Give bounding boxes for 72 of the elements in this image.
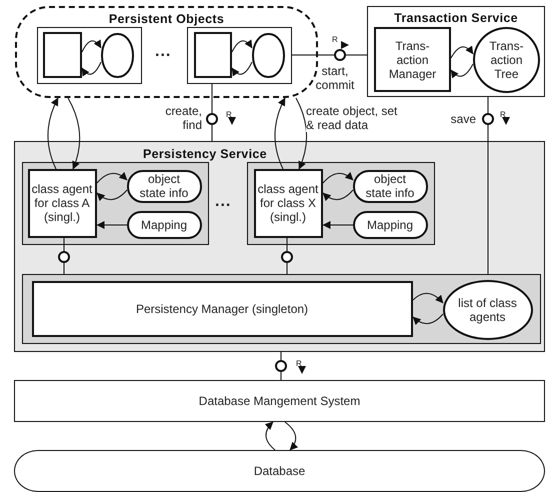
arrow [296, 98, 307, 170]
access-mark: R [226, 111, 232, 119]
dashed-group-outline [15, 6, 318, 98]
node-text: Trans- action Tree [488, 39, 525, 81]
access-mark: R [500, 111, 506, 119]
ellipsis-mark: ... [215, 194, 232, 210]
arrow [96, 172, 128, 184]
node-text: Database Mangement System [198, 394, 360, 408]
node-text: Mapping [140, 218, 188, 232]
arrow [322, 172, 354, 184]
section-title: Transaction Service [394, 11, 518, 25]
arrow [284, 422, 298, 450]
ellipsis-mark: ... [155, 44, 172, 60]
object-frame [37, 27, 142, 84]
arrow [450, 64, 474, 78]
arrow [82, 40, 102, 52]
channel-line [280, 352, 282, 360]
channel-circle [275, 360, 287, 372]
arrow [68, 98, 80, 170]
agent-box [374, 27, 451, 92]
arrow [274, 98, 286, 170]
interface-label: save [450, 112, 476, 126]
node-text: Persistency Manager (singleton) [136, 302, 308, 316]
arrow [96, 221, 128, 229]
arrow [82, 62, 102, 76]
agent-box [254, 168, 322, 238]
node-text: object state info [364, 172, 416, 200]
arrow [322, 190, 354, 201]
node-text: Database [254, 464, 306, 478]
agent-box [32, 280, 412, 336]
arrow [96, 190, 128, 201]
arrow [322, 221, 354, 229]
channel-circle [280, 250, 292, 262]
node-text: list of class agents [457, 296, 518, 324]
arrow [450, 46, 474, 58]
channel-line [280, 372, 282, 380]
node-text: Mapping [366, 218, 414, 232]
box-shape [194, 32, 232, 78]
service-box [367, 6, 545, 97]
node-text: Trans- action Manager [388, 38, 438, 80]
arrow [232, 40, 252, 52]
interface-label: create, find [164, 104, 202, 132]
interface-label: start, commit [314, 64, 356, 92]
node-text: class agent for class A (singl.) [32, 182, 92, 224]
channel-circle [334, 49, 346, 61]
channel-line [346, 54, 368, 56]
arrow [412, 314, 444, 325]
agent-box [28, 168, 96, 238]
channel-line [292, 54, 334, 56]
object-frame [187, 27, 292, 84]
service-panel [14, 141, 545, 352]
box-shape [43, 32, 82, 78]
node-text: class agent for class X (singl.) [258, 182, 318, 224]
access-mark: R [332, 36, 338, 44]
channel-line [286, 238, 288, 252]
system-box [14, 380, 545, 422]
channel-circle [206, 113, 218, 125]
arrow [412, 292, 444, 304]
arrow [264, 422, 276, 450]
box-shape [22, 274, 540, 344]
arrow [232, 62, 252, 76]
channel-line [286, 262, 288, 274]
section-title: Persistency Service [143, 147, 267, 161]
database-shape [14, 450, 545, 492]
box-shape [22, 162, 208, 244]
arrow [48, 98, 58, 170]
channel-circle [58, 250, 70, 262]
node-text: object state info [138, 172, 190, 200]
access-mark: R [296, 360, 302, 368]
box-shape [246, 162, 434, 244]
channel-circle [482, 113, 494, 125]
section-title: Persistent Objects [108, 12, 224, 26]
